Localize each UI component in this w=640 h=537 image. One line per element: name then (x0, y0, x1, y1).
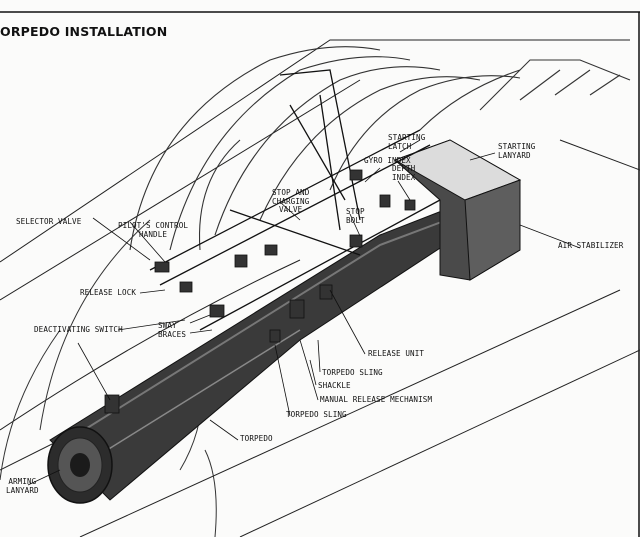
label-line: STOP AND (272, 188, 310, 197)
label-line: DEPTH (392, 164, 416, 173)
label-torpedo-sling-lower: TORPEDO SLING (286, 410, 347, 419)
label-pilots-control-handle: PILOT'S CONTROL HANDLE (118, 221, 189, 239)
label-line: STARTING (388, 133, 426, 142)
label-selector-valve: SELECTOR VALVE (16, 217, 82, 226)
label-gyro-index: GYRO INDEX (364, 156, 411, 165)
label-manual-release-mechanism: MANUAL RELEASE MECHANISM (320, 395, 433, 404)
label-line: HANDLE (139, 229, 168, 239)
air-stabilizer-housing (393, 139, 522, 281)
fuselage-outline (0, 39, 640, 537)
label-line: SWAY (158, 321, 177, 330)
label-line: STOP (346, 207, 365, 216)
label-line: VALVE (279, 205, 303, 215)
label-deactivating-switch: DEACTIVATING SWITCH (34, 325, 123, 334)
torpedo-body (47, 199, 471, 504)
label-line: CHARGING (272, 196, 310, 206)
label-release-unit: RELEASE UNIT (368, 349, 425, 358)
label-sway-braces: SWAY BRACES (158, 321, 187, 339)
label-line: LATCH (388, 141, 412, 151)
label-line: BRACES (158, 329, 187, 339)
label-stop-bolt: STOP BOLT (346, 207, 365, 225)
label-line: LANYARD (6, 485, 39, 495)
label-line: LANYARD (498, 150, 531, 160)
canopy-frame (129, 46, 631, 251)
label-line: STARTING (498, 142, 536, 151)
label-starting-latch: STARTING LATCH (388, 133, 426, 151)
label-starting-lanyard: STARTING LANYARD (498, 142, 536, 160)
label-shackle: SHACKLE (318, 381, 351, 390)
label-line: INDEX (392, 172, 416, 182)
rack-fittings (104, 169, 416, 414)
label-stop-and-charging-valve: STOP AND CHARGING VALVE (272, 188, 310, 215)
label-torpedo: TORPEDO (240, 434, 273, 443)
label-air-stabilizer: AIR STABILIZER (558, 241, 624, 250)
label-line: ARMING (8, 477, 37, 486)
label-arming-lanyard: ARMING LANYARD (6, 477, 39, 495)
label-line: PILOT'S CONTROL (118, 221, 189, 230)
figure-title: ORPEDO INSTALLATION (0, 24, 168, 39)
label-torpedo-sling-upper: TORPEDO SLING (322, 368, 383, 377)
leader-lines (27, 139, 581, 486)
label-depth-index: DEPTH INDEX (392, 164, 416, 182)
label-release-lock: RELEASE LOCK (80, 288, 137, 297)
label-line: BOLT (346, 215, 365, 225)
